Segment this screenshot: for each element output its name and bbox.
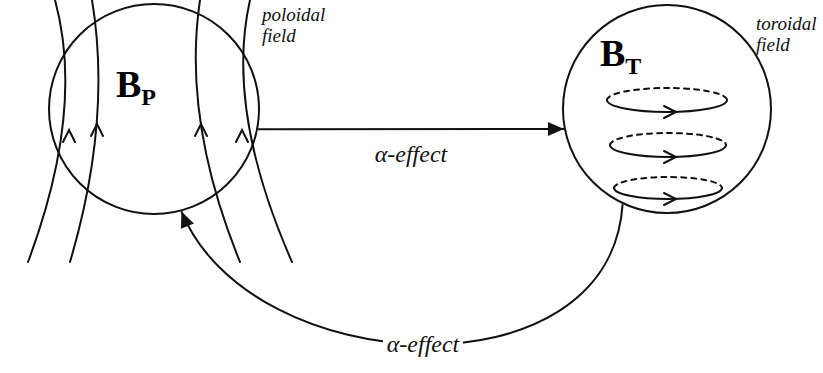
effect-label: α-effect [371,141,452,167]
toroidal-loop-back [614,177,722,188]
direction-chevron [91,124,103,136]
direction-chevron [664,106,676,118]
toroidal-loop-back [610,133,726,145]
field-subscript: P [141,84,156,110]
circle-outline [563,5,771,213]
direction-chevron [195,124,207,136]
effect-label: α-effect [383,331,464,357]
field-circle: BPpoloidal field [48,3,260,215]
circle-outline [49,4,259,214]
field-circle: BTtoroidal field [562,4,772,214]
effect-arrow [258,122,564,136]
arrow-head [548,122,564,136]
direction-chevron [664,151,676,163]
toroidal-loop-front [607,100,727,112]
effect-arrow [181,204,623,344]
field-symbol: BT [600,34,641,78]
field-name: poloidal field [262,5,325,47]
field-symbol: BP [116,65,156,109]
toroidal-loop-front [614,188,722,199]
direction-chevron [63,130,75,142]
effect-arrow-line [258,128,564,130]
poloidal-line [28,0,65,262]
field-subscript: T [625,53,641,79]
toroidal-loop-front [610,145,726,157]
circle-outline [562,4,772,214]
direction-chevron [664,193,676,205]
field-name: toroidal field [756,14,817,56]
effect-arrow-line [181,204,622,344]
arrow-head [181,211,194,228]
toroidal-loop-back [607,88,727,100]
direction-chevron [236,130,248,142]
